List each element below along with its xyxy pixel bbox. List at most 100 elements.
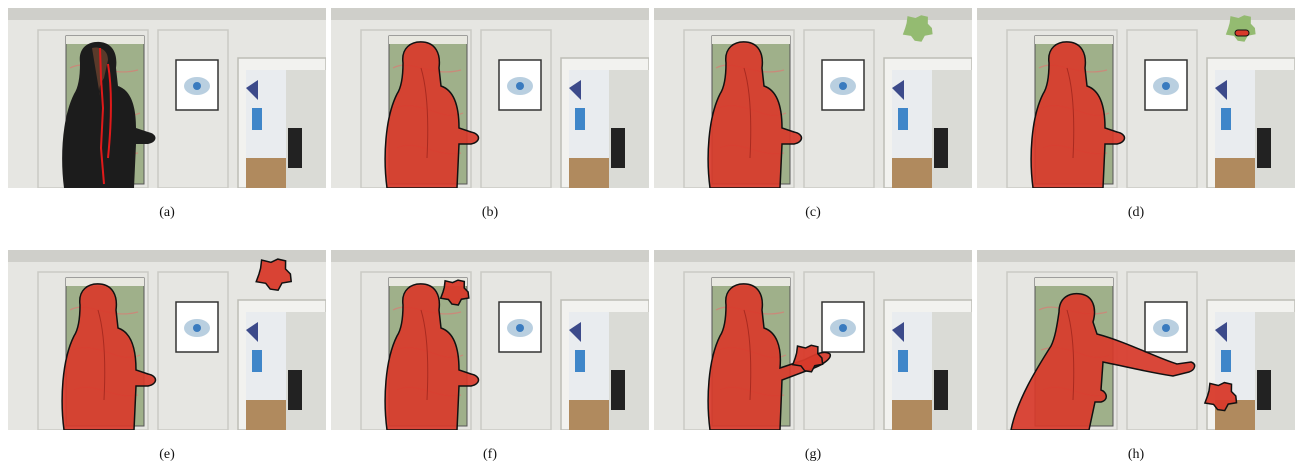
poster-logo: [1162, 324, 1170, 332]
panel-f: [331, 250, 649, 430]
person-mask: [384, 41, 480, 188]
panel-a: [8, 8, 326, 188]
dark-cabinet: [288, 370, 302, 410]
dark-cabinet: [611, 370, 625, 410]
ceiling-edge: [654, 250, 972, 262]
panel-h: [977, 250, 1295, 430]
panel-image-f: [331, 250, 649, 430]
map-header: [1035, 278, 1113, 286]
map-header: [389, 36, 467, 44]
wall-panel: [480, 29, 552, 188]
ceiling-edge: [8, 250, 326, 262]
scribble-stroke: [99, 47, 105, 185]
mask-detail: [1066, 67, 1075, 159]
dark-cabinet: [1257, 370, 1271, 410]
panel-image-d: [977, 8, 1295, 188]
panel-image-b: [331, 8, 649, 188]
person-mask: [1010, 292, 1196, 430]
map-header: [389, 278, 467, 286]
room-object: [569, 80, 581, 100]
map-header: [66, 278, 144, 286]
blue-chair: [898, 108, 908, 130]
ceiling-edge: [331, 8, 649, 20]
wall-panel: [683, 271, 795, 430]
room-object: [246, 80, 258, 100]
person-mask: [1030, 41, 1126, 188]
panel-e: [8, 250, 326, 430]
room-object: [1215, 80, 1227, 100]
panel-image-h: [977, 250, 1295, 430]
dark-cabinet: [934, 128, 948, 168]
object-mask: [255, 258, 293, 292]
map-header: [712, 36, 790, 44]
blue-chair: [252, 350, 262, 372]
wall-panel: [1126, 29, 1198, 188]
wood-floor: [892, 158, 932, 188]
ceiling-edge: [977, 250, 1295, 262]
map-header: [66, 36, 144, 44]
map-header: [1035, 36, 1113, 44]
mask-detail: [1066, 309, 1075, 401]
object-mask: [791, 344, 824, 373]
wood-floor: [569, 158, 609, 188]
room-object: [892, 322, 904, 342]
person-mask: [384, 283, 480, 430]
panel-caption-f: (f): [483, 447, 497, 462]
scribble-stroke: [107, 63, 112, 159]
poster-frame: [821, 59, 865, 111]
room-object: [1215, 322, 1227, 342]
panel-c: [654, 8, 972, 188]
wall-panel: [803, 29, 875, 188]
blue-chair: [1221, 108, 1231, 130]
blue-chair: [575, 350, 585, 372]
panel-image-a: [8, 8, 326, 188]
poster-logo: [839, 324, 847, 332]
dark-cabinet: [288, 128, 302, 168]
wood-floor: [569, 400, 609, 430]
poster-logo: [1162, 82, 1170, 90]
wood-floor: [246, 400, 286, 430]
wall-panel: [360, 29, 472, 188]
object-scribble: [1234, 29, 1250, 37]
blue-chair: [1221, 350, 1231, 372]
wall-panel: [37, 29, 149, 188]
dark-cabinet: [1257, 128, 1271, 168]
blue-chair: [575, 108, 585, 130]
wood-floor: [1215, 158, 1255, 188]
panel-b: [331, 8, 649, 188]
panel-caption-b: (b): [481, 205, 499, 220]
poster-logo: [193, 82, 201, 90]
person: [62, 41, 156, 188]
person-mask: [61, 283, 157, 430]
wall-panel: [360, 271, 472, 430]
ceiling-edge: [654, 8, 972, 20]
wall-panel: [37, 271, 149, 430]
wall-panel: [157, 29, 229, 188]
flying-object: [902, 15, 933, 42]
mask-detail: [743, 67, 752, 159]
panel-image-e: [8, 250, 326, 430]
poster-logo: [193, 324, 201, 332]
panel-caption-g: (g): [804, 447, 822, 462]
panel-caption-a: (a): [159, 205, 175, 220]
dark-cabinet: [611, 128, 625, 168]
panel-caption-c: (c): [805, 205, 821, 220]
panel-d: [977, 8, 1295, 188]
panel-image-g: [654, 250, 972, 430]
room-object: [892, 80, 904, 100]
mask-detail: [97, 309, 106, 401]
person-mask: [707, 283, 832, 430]
panel-caption-e: (e): [159, 447, 175, 462]
person-mask: [707, 41, 803, 188]
map-header: [712, 278, 790, 286]
wall-panel: [1006, 29, 1118, 188]
panel-image-c: [654, 8, 972, 188]
room-object: [569, 322, 581, 342]
object-mask: [1203, 381, 1238, 412]
blue-chair: [898, 350, 908, 372]
wall-panel: [157, 271, 229, 430]
blue-chair: [252, 108, 262, 130]
poster-logo: [516, 324, 524, 332]
room-object: [246, 322, 258, 342]
panel-caption-h: (h): [1127, 447, 1145, 462]
